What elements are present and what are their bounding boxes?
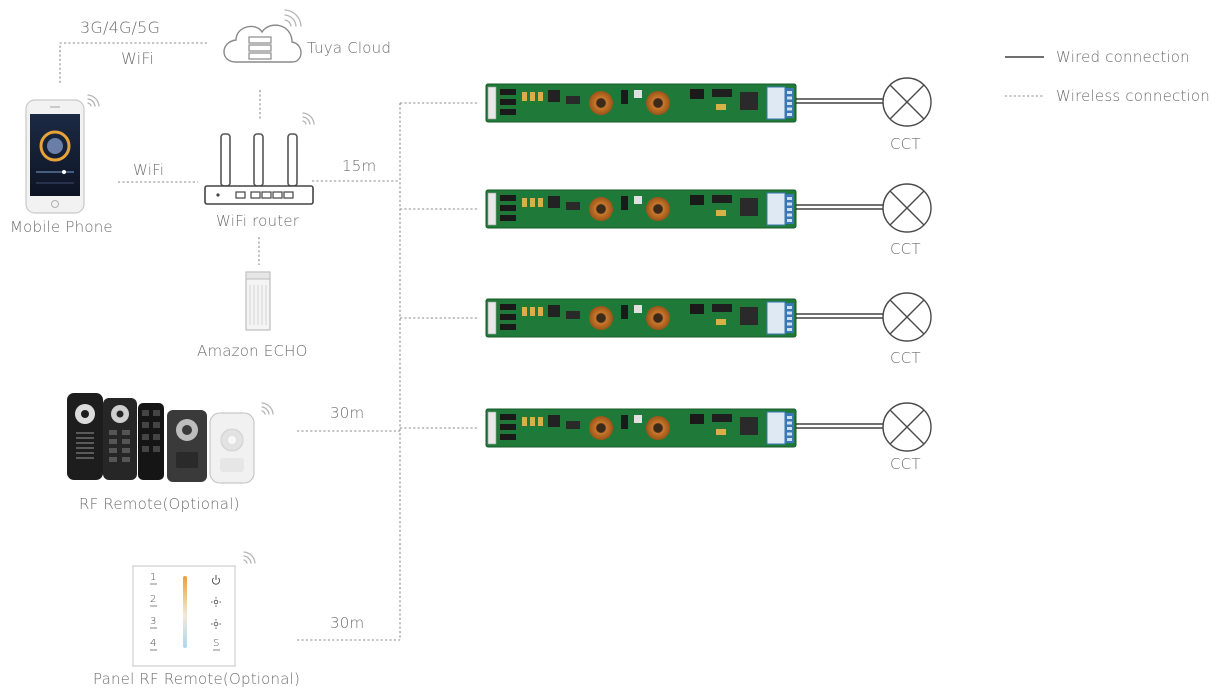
network-label: 3G/4G/5G (80, 18, 161, 37)
cct-lamp (796, 183, 932, 233)
legend-wireless-label: Wireless connection (1056, 87, 1210, 105)
cloud-wifi-label: WiFi (121, 49, 155, 68)
panel-name: Panel RF Remote(Optional) (93, 670, 301, 688)
panel-key-2: 2 (150, 594, 157, 605)
router-distance: 15m (342, 157, 377, 175)
cct-lamp (796, 402, 932, 452)
phone-link-label: WiFi (133, 161, 165, 179)
brightness-up-icon (211, 619, 221, 629)
driver-boards (485, 83, 797, 448)
driver-board (485, 83, 797, 123)
cct-label: CCT (890, 240, 921, 258)
panel-key-1: 1 (150, 572, 157, 583)
brightness-down-icon (211, 597, 221, 607)
cct-label: CCT (890, 455, 921, 473)
rf-remote-distance: 30m (330, 404, 365, 422)
wireless-links (59, 42, 478, 641)
power-icon (211, 575, 221, 585)
cloud-name: Tuya Cloud (307, 39, 392, 57)
phone-cloud-link (59, 42, 207, 83)
panel-key-s: S (213, 638, 220, 649)
driver-board (485, 189, 797, 229)
legend-wired-label: Wired connection (1056, 48, 1190, 66)
amazon-echo-icon (245, 271, 271, 331)
panel-key-4: 4 (150, 638, 157, 649)
cct-lamps (796, 77, 932, 452)
cct-label: CCT (890, 135, 921, 153)
rf-remote-name: RF Remote(Optional) (79, 495, 240, 513)
driver-board (485, 408, 797, 448)
router-name: WiFi router (216, 212, 300, 230)
panel-key-3: 3 (150, 616, 157, 627)
panel-remote-icon (132, 551, 256, 667)
router-icon (204, 112, 315, 205)
cct-lamp (796, 292, 932, 342)
echo-name: Amazon ECHO (197, 342, 308, 360)
mobile-phone-icon (25, 94, 100, 214)
cct-lamp (796, 77, 932, 127)
phone-name: Mobile Phone (10, 218, 113, 236)
cloud-icon (223, 9, 302, 63)
rf-remotes-icon (67, 393, 274, 484)
panel-distance: 30m (330, 614, 365, 632)
driver-board (485, 298, 797, 338)
cct-label: CCT (890, 349, 921, 367)
legend (1005, 56, 1044, 97)
